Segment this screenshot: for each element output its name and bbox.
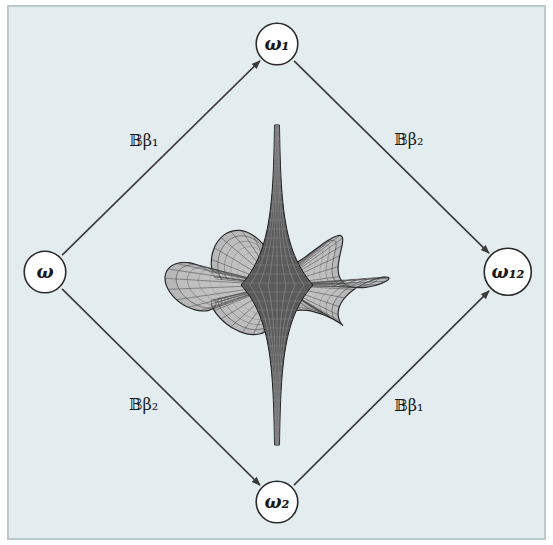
spike-mesh — [277, 125, 278, 445]
arrow-connector — [294, 61, 489, 253]
circle-shape — [256, 23, 298, 65]
spike-mesh — [274, 139, 279, 140]
state-circle: ω₁₂ — [483, 247, 533, 297]
state-circle: ω₂ — [255, 480, 299, 524]
spike-mesh — [262, 247, 291, 248]
spike-mesh — [264, 328, 290, 329]
spike-mesh — [261, 319, 293, 320]
spike-mesh — [269, 220, 285, 221]
spike-mesh — [259, 256, 295, 257]
spike — [241, 125, 313, 445]
state-label: ω₁ — [264, 35, 289, 53]
state-label: ω₁₂ — [492, 263, 525, 281]
spike-mesh — [274, 166, 281, 167]
spike-mesh — [259, 125, 276, 445]
spike-mesh — [274, 418, 280, 419]
spike-mesh — [274, 130, 279, 131]
spike-mesh — [274, 157, 280, 158]
spike-mesh — [274, 148, 280, 149]
surface — [165, 125, 389, 445]
spike-mesh — [267, 229, 287, 230]
spike-mesh — [274, 436, 279, 437]
state-circle: ω₁ — [255, 22, 299, 66]
spike-mesh — [270, 355, 285, 356]
arrow-connector — [62, 289, 260, 485]
spike-mesh — [255, 265, 299, 266]
spike-mesh — [273, 175, 281, 176]
circle-shape — [256, 481, 298, 523]
spike-mesh — [250, 125, 275, 445]
state-circle: ω — [23, 250, 67, 294]
spike-mesh — [243, 283, 312, 284]
spike-mesh — [272, 382, 281, 383]
arrow-connector — [294, 291, 489, 485]
operator-label: 𝔹β₂ — [392, 130, 425, 150]
operator-label: 𝔹β₂ — [127, 395, 160, 415]
panel-ground — [8, 6, 545, 539]
spike-mesh — [247, 292, 308, 293]
spike-mesh — [257, 310, 296, 311]
state-label: ω — [36, 263, 53, 281]
spike-mesh — [270, 211, 284, 212]
spike-mesh — [266, 337, 287, 338]
spike-mesh — [273, 184, 282, 185]
spike-mesh — [268, 346, 286, 347]
spike-mesh — [274, 427, 280, 428]
spike-mesh — [271, 202, 283, 203]
circle-shape — [484, 248, 531, 295]
state-label: ω₂ — [264, 493, 289, 511]
circle-shape — [24, 251, 66, 293]
spike-mesh — [272, 193, 282, 194]
spike-mesh — [279, 125, 304, 445]
spike-mesh — [278, 125, 295, 445]
spike-mesh — [274, 409, 281, 410]
spike-mesh — [273, 391, 281, 392]
spike-mesh — [253, 301, 302, 302]
spike-mesh — [268, 125, 276, 445]
spike-mesh — [272, 373, 283, 374]
operator-label: 𝔹β₁ — [127, 131, 160, 151]
spike-mesh — [271, 364, 284, 365]
spike-mesh — [250, 274, 305, 275]
spike-mesh — [273, 400, 280, 401]
spike-mesh — [265, 238, 289, 239]
operator-label: 𝔹β₁ — [392, 396, 425, 416]
arrow-connector — [62, 61, 260, 255]
